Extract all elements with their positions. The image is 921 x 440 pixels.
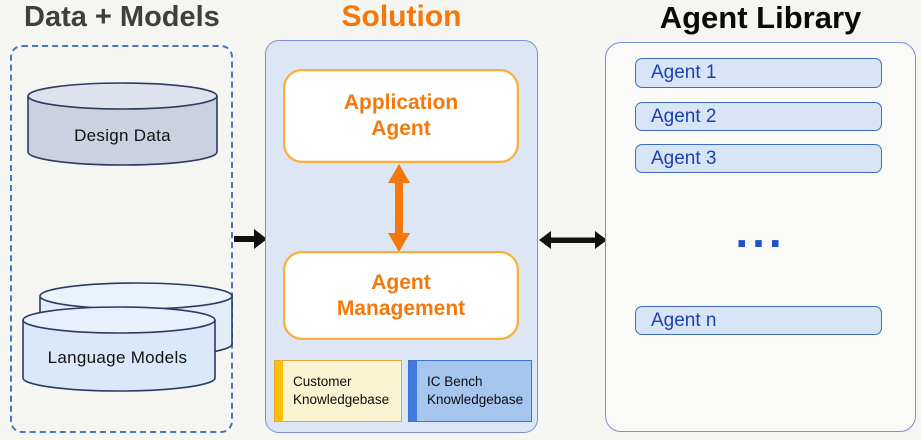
blue-accent-bar — [409, 361, 417, 421]
database-cylinder-stack-icon — [22, 282, 233, 392]
agent-2-label: Agent 2 — [651, 105, 717, 127]
language-models-label: Language Models — [47, 348, 188, 367]
application-agent-node: Application Agent — [283, 69, 519, 163]
ic-bench-knowledgebase-label: IC Bench Knowledgebase — [427, 374, 524, 407]
agent-1-label: Agent 1 — [651, 62, 717, 83]
arrow-data-to-solution-icon — [234, 228, 268, 250]
solution-title: Solution — [341, 0, 462, 33]
agent-management-node: Agent Management — [283, 251, 519, 340]
agent-3-label: Agent 3 — [651, 147, 717, 169]
customer-knowledgebase-box: Customer Knowledgebase — [274, 360, 402, 422]
agent-library-item-1: Agent 1 — [635, 58, 882, 88]
agent-library-title: Agent Library — [659, 0, 862, 35]
agent-management-label: Agent Management — [336, 270, 466, 320]
agent-library-ellipsis: ... — [735, 216, 786, 257]
agent-library-item-n: Agent n — [635, 306, 882, 335]
database-cylinder-icon — [27, 82, 218, 166]
gold-accent-bar — [275, 361, 283, 421]
data-models-panel — [10, 45, 233, 433]
data-models-title: Data + Models — [24, 1, 220, 33]
agent-library-item-2: Agent 2 — [635, 102, 882, 131]
language-models-cylinders: Language Models — [20, 282, 235, 400]
arrow-agent-bidirectional-icon — [385, 164, 413, 252]
customer-knowledgebase-label: Customer Knowledgebase — [293, 374, 390, 407]
design-data-cylinder: Design Data — [25, 80, 220, 172]
arrow-solution-library-bidirectional-icon — [538, 229, 608, 251]
agent-library-item-3: Agent 3 — [635, 144, 882, 173]
agent-n-label: Agent n — [651, 309, 717, 331]
design-data-label: Design Data — [74, 126, 171, 145]
application-agent-label: Application Agent — [343, 91, 459, 140]
ic-bench-knowledgebase-box: IC Bench Knowledgebase — [408, 360, 532, 422]
